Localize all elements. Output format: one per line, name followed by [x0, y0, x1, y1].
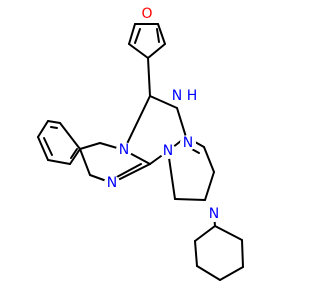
hydrogen-label: H [187, 88, 198, 104]
bond-benzene [37, 120, 49, 138]
bond-right-ring [167, 150, 176, 200]
bond-cyclohexane [194, 240, 198, 267]
bond-right-ring [203, 146, 215, 173]
bond-benzene-double [50, 126, 58, 129]
bond-cyclohexane [194, 225, 216, 242]
bond-furan-double [134, 28, 141, 44]
bond-right-ring [204, 171, 215, 201]
nitrogen-label: N [183, 135, 193, 151]
nitrogen-label: N [163, 143, 173, 159]
bridgehead-nitrogen-atom: N [160, 143, 176, 159]
nitrogen-label: N [209, 206, 219, 222]
bond-cyclohexane [219, 266, 244, 281]
benzimidazole-lower-nitrogen-atom: N [104, 175, 120, 191]
nh-nitrogen-atom: N H [169, 88, 199, 104]
bond-cyclohexane [196, 265, 221, 281]
bond-imidazole [79, 142, 101, 150]
bond-right-ring [174, 198, 206, 201]
benzimidazole-upper-nitrogen-atom: N [116, 142, 132, 158]
oxygen-label: O [141, 6, 152, 22]
molecule-canvas: O N H N N N N N [37, 6, 244, 281]
bond-benzene [47, 120, 61, 124]
bond-furan [147, 43, 166, 59]
bond-cyclohexane [214, 225, 243, 241]
bond-furan [128, 23, 136, 45]
bond-furan [157, 23, 166, 45]
bond-triazine [149, 95, 178, 109]
bond-furan-double [156, 28, 160, 43]
bond-benzene [59, 122, 81, 150]
piperazine-nitrogen-atom: N [206, 206, 222, 222]
bond-triazine [123, 95, 151, 151]
bond-benzene-double [70, 148, 78, 159]
nitrogen-label: N [172, 88, 182, 104]
bond-benzene [69, 148, 81, 165]
bond-benzene [37, 136, 49, 161]
bond-triazine [176, 107, 187, 138]
bond-benzene-double [43, 137, 53, 156]
bonds [37, 23, 244, 281]
nitrogen-label: N [107, 175, 117, 191]
bond-imidazole-double [114, 163, 142, 179]
atom-labels: O N H N N N N N [104, 6, 222, 222]
nitrogen-label: N [119, 142, 129, 158]
molecule-structure: O N H N N N N N [37, 6, 244, 281]
bond-imidazole [79, 148, 91, 176]
bond-furan [128, 43, 149, 59]
bond-benzene [47, 159, 71, 165]
furan-oxygen-atom: O [139, 6, 155, 22]
bond-furan-ch [147, 57, 151, 97]
bond-cyclohexane [241, 239, 244, 268]
imine-nitrogen-atom: N [180, 135, 196, 151]
